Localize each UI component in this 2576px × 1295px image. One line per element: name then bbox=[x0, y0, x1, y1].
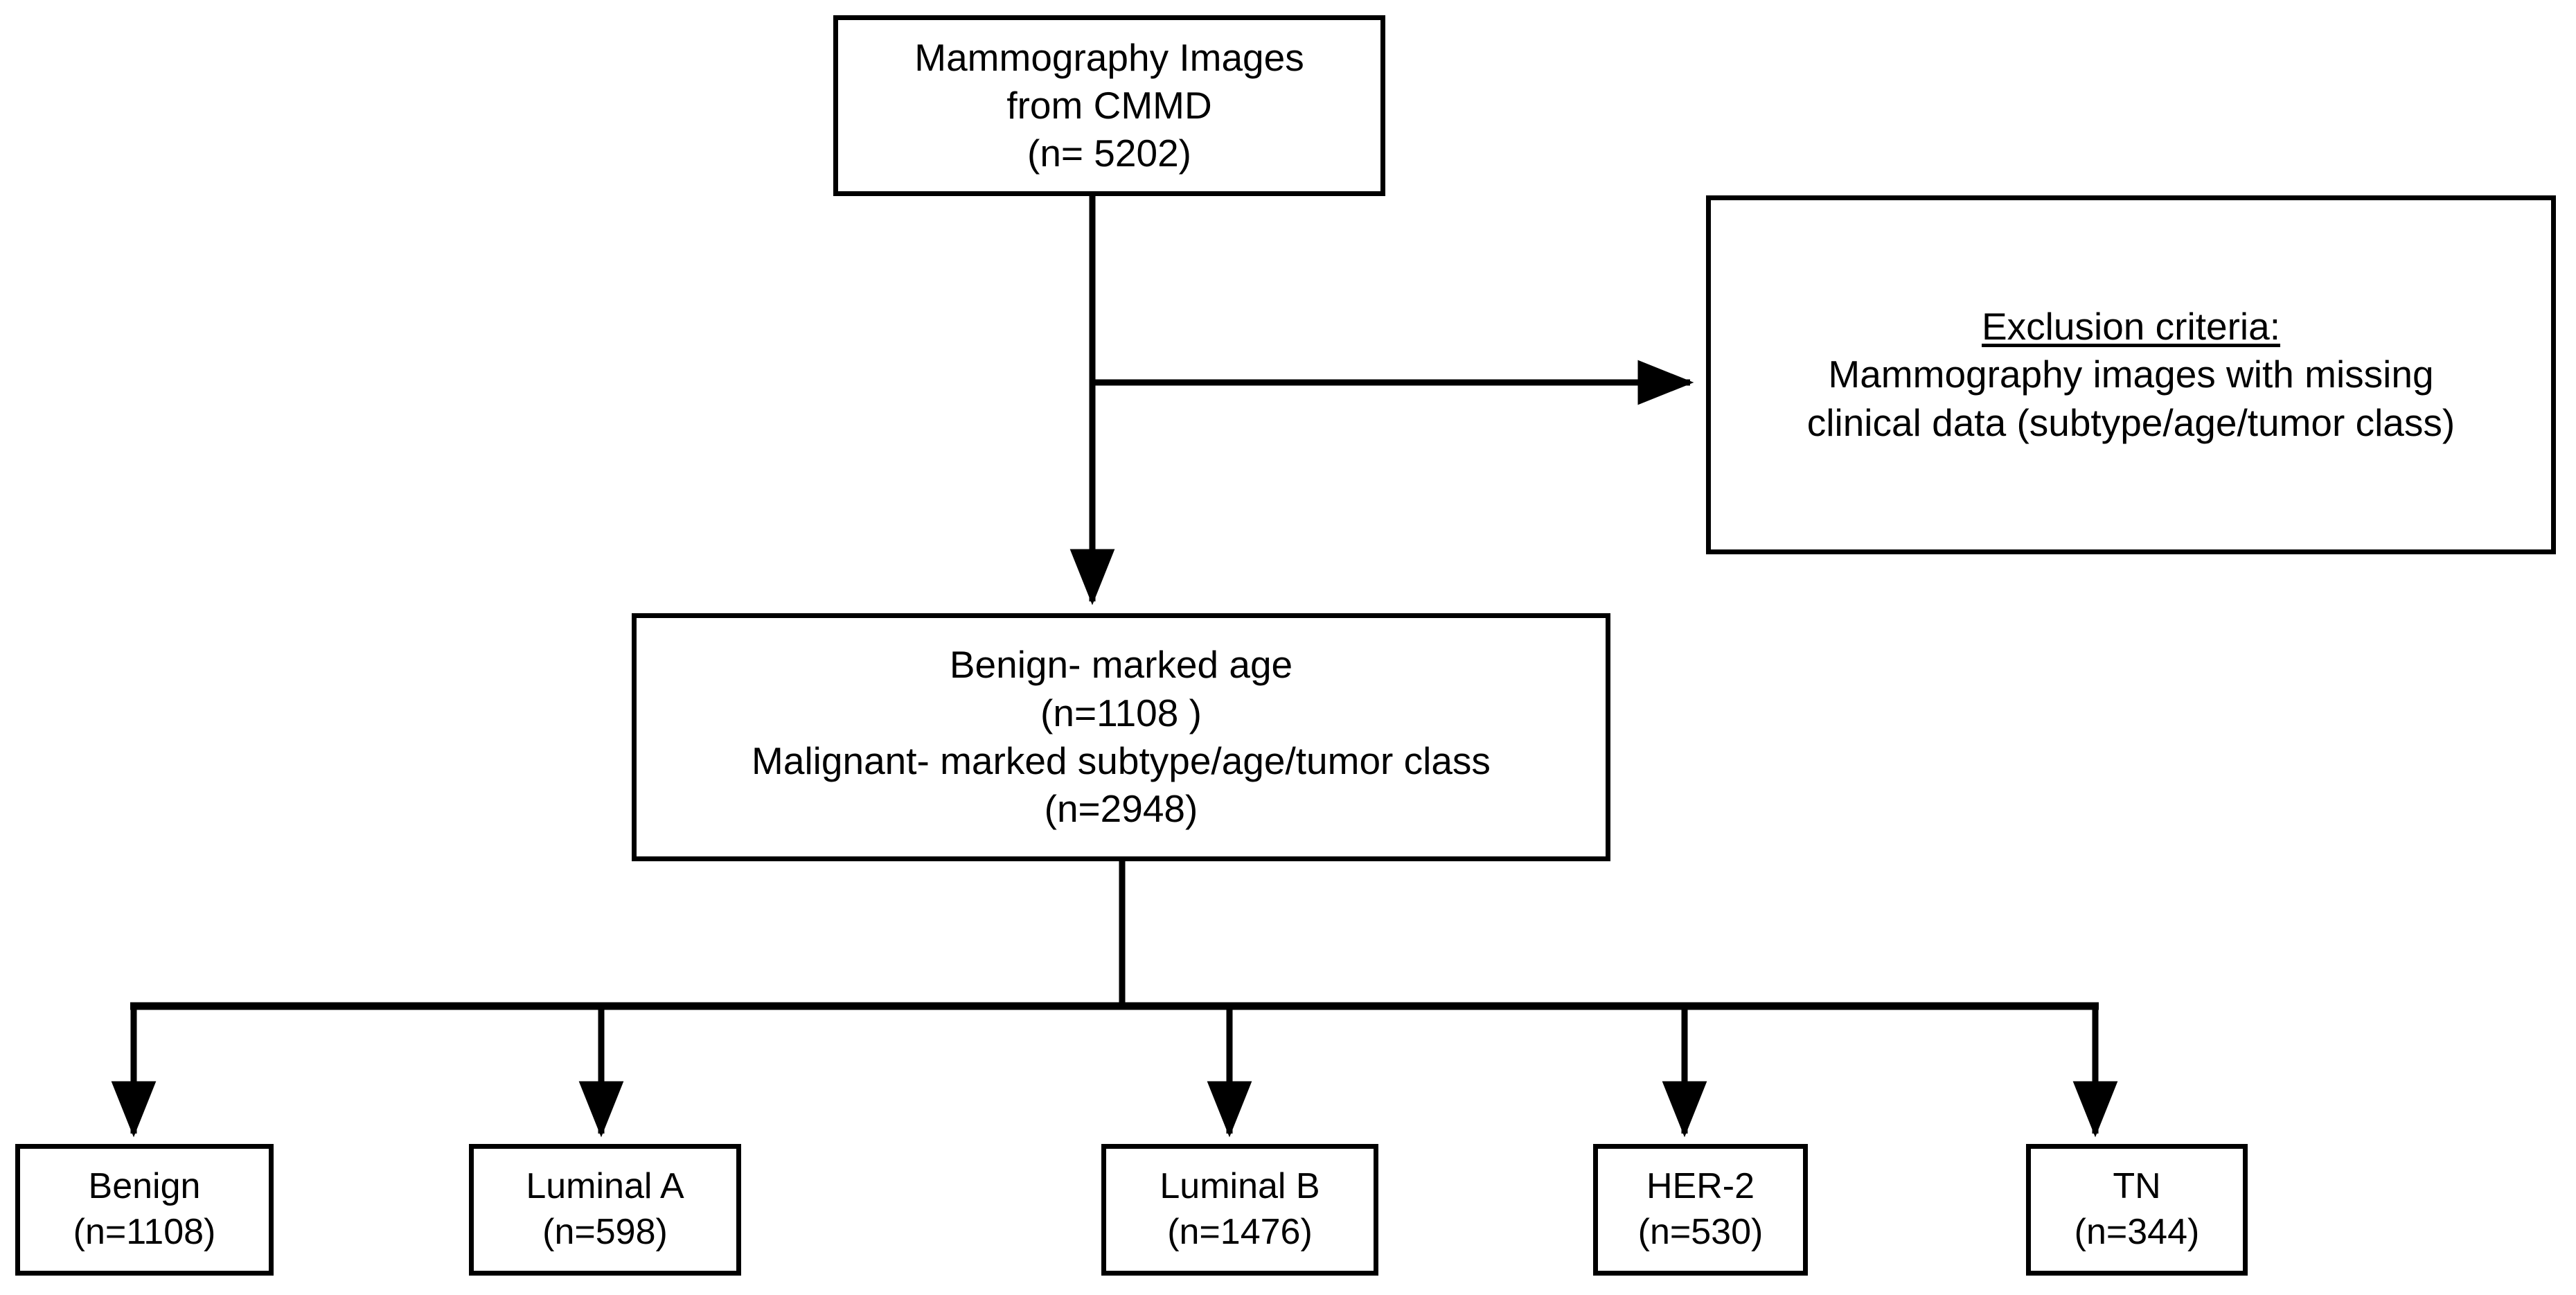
node-exclusion-criteria: Exclusion criteria: Mammography images w… bbox=[1706, 195, 2556, 554]
node-leaf-tn: TN (n=344) bbox=[2026, 1144, 2248, 1276]
node-leaf-luminal-b: Luminal B (n=1476) bbox=[1101, 1144, 1378, 1276]
leaf-tn-count: (n=344) bbox=[2074, 1212, 2200, 1252]
source-line-2: from CMMD bbox=[1006, 83, 1212, 127]
node-included-cohort: Benign- marked age (n=1108 ) Malignant- … bbox=[632, 613, 1610, 861]
leaf-luminal-a-label: Luminal A bbox=[526, 1166, 684, 1207]
source-line-1: Mammography Images bbox=[914, 35, 1304, 79]
included-benign-label: Benign- marked age bbox=[949, 643, 1293, 687]
leaf-her2-count: (n=530) bbox=[1637, 1212, 1764, 1252]
node-leaf-benign: Benign (n=1108) bbox=[15, 1144, 274, 1276]
node-leaf-luminal-a: Luminal A (n=598) bbox=[469, 1144, 741, 1276]
leaf-luminal-b-count: (n=1476) bbox=[1167, 1212, 1313, 1252]
leaf-benign-count: (n=1108) bbox=[73, 1212, 216, 1252]
leaf-benign-label: Benign bbox=[88, 1166, 201, 1207]
node-source-dataset: Mammography Images from CMMD (n= 5202) bbox=[833, 15, 1385, 196]
source-count: (n= 5202) bbox=[1027, 132, 1191, 175]
leaf-tn-label: TN bbox=[2113, 1166, 2161, 1207]
leaf-luminal-a-count: (n=598) bbox=[542, 1212, 668, 1252]
included-benign-count: (n=1108 ) bbox=[1040, 691, 1202, 734]
exclusion-line-1: Mammography images with missing bbox=[1828, 353, 2434, 396]
included-malignant-label: Malignant- marked subtype/age/tumor clas… bbox=[752, 739, 1491, 782]
node-leaf-her2: HER-2 (n=530) bbox=[1593, 1144, 1808, 1276]
exclusion-line-2: clinical data (subtype/age/tumor class) bbox=[1806, 400, 2455, 444]
included-malignant-count: (n=2948) bbox=[1044, 787, 1198, 831]
edge-included-to-bar bbox=[130, 861, 2099, 1010]
leaf-luminal-b-label: Luminal B bbox=[1160, 1166, 1320, 1207]
exclusion-heading: Exclusion criteria: bbox=[1982, 305, 2280, 349]
leaf-her2-label: HER-2 bbox=[1646, 1166, 1755, 1207]
